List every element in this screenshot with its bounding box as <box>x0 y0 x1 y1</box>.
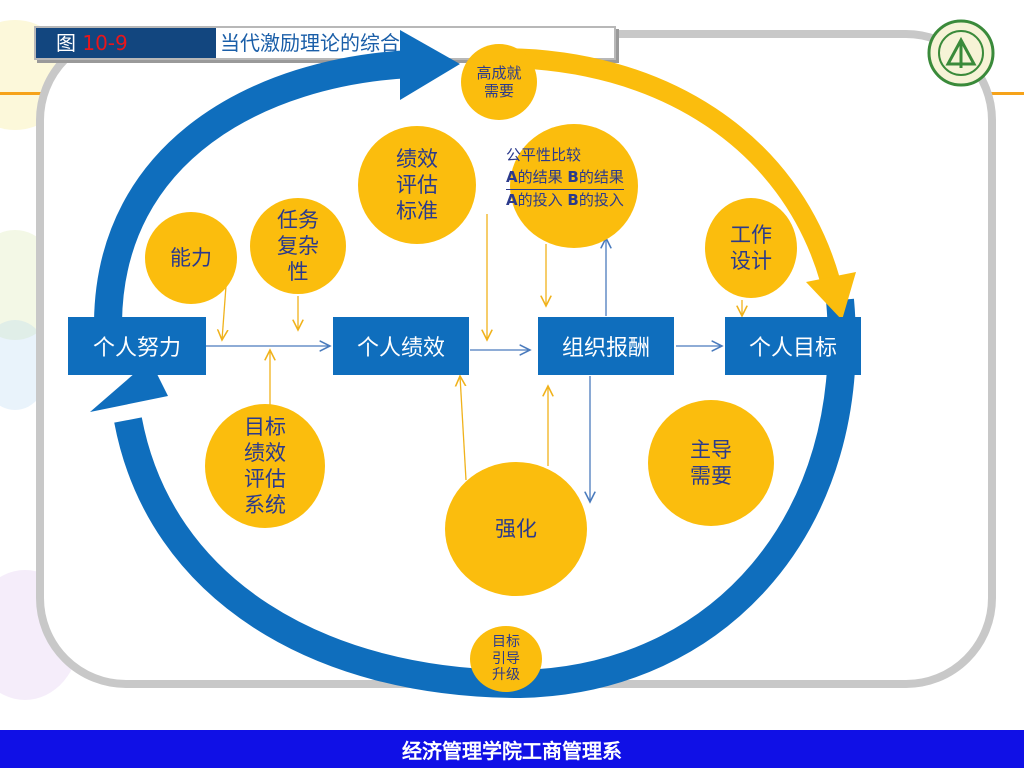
circle-reinforcement: 强化 <box>445 462 587 596</box>
university-logo-icon <box>927 19 995 87</box>
gold-arrowhead-down <box>806 272 856 320</box>
circle-dominant-need: 主导需要 <box>648 400 774 526</box>
figure-label: 图 10-9 <box>36 28 216 58</box>
equity-formula: 公平性比较 A的结果 B的结果 A的投入 B的投入 <box>506 145 624 211</box>
box-personal-goal: 个人目标 <box>725 317 861 375</box>
equity-heading: 公平性比较 <box>506 146 582 164</box>
equity-inputs-line: A的投入 B的投入 <box>506 190 624 212</box>
equity-a-label-2: A <box>506 190 518 209</box>
circle-goal-guided-upgrade: 目标引导升级 <box>470 626 542 692</box>
circle-goal-evaluation-system: 目标绩效评估系统 <box>205 404 325 528</box>
circle-job-design: 工作设计 <box>705 198 797 298</box>
equity-b-outcome: 的结果 <box>578 167 624 186</box>
arrow-ability-down <box>222 285 226 340</box>
box-organizational-reward: 组织报酬 <box>538 317 674 375</box>
circle-achievement-need: 高成就需要 <box>461 44 537 120</box>
circle-task-complexity: 任务复杂性 <box>250 198 346 294</box>
box-personal-effort: 个人努力 <box>68 317 206 375</box>
arrow-reinforcement-to-performance <box>460 376 467 481</box>
figure-prefix: 图 <box>56 31 83 55</box>
figure-number: 10-9 <box>82 31 128 55</box>
equity-a-input: 的投入 <box>517 190 568 209</box>
loop-arc-top <box>94 50 411 323</box>
slide-title: 当代激励理论的综合 <box>220 31 400 55</box>
equity-b-label: B <box>567 167 579 186</box>
equity-a-label: A <box>506 167 518 186</box>
equity-b-input: 的投入 <box>578 190 624 209</box>
circle-equity-comparison <box>510 124 638 248</box>
circle-performance-criteria: 绩效评估标准 <box>358 126 476 244</box>
equity-outcomes-line: A的结果 B的结果 <box>506 167 624 190</box>
box-personal-performance: 个人绩效 <box>333 317 469 375</box>
slide-title-bar: 图 10-9 当代激励理论的综合 <box>34 26 616 60</box>
loop-arrowhead-right <box>400 30 460 100</box>
circle-ability: 能力 <box>145 212 237 304</box>
equity-b-label-2: B <box>567 190 579 209</box>
equity-a-outcome: 的结果 <box>517 167 568 186</box>
gold-arc <box>499 48 840 283</box>
footer-department: 经济管理学院工商管理系 <box>0 730 1024 768</box>
